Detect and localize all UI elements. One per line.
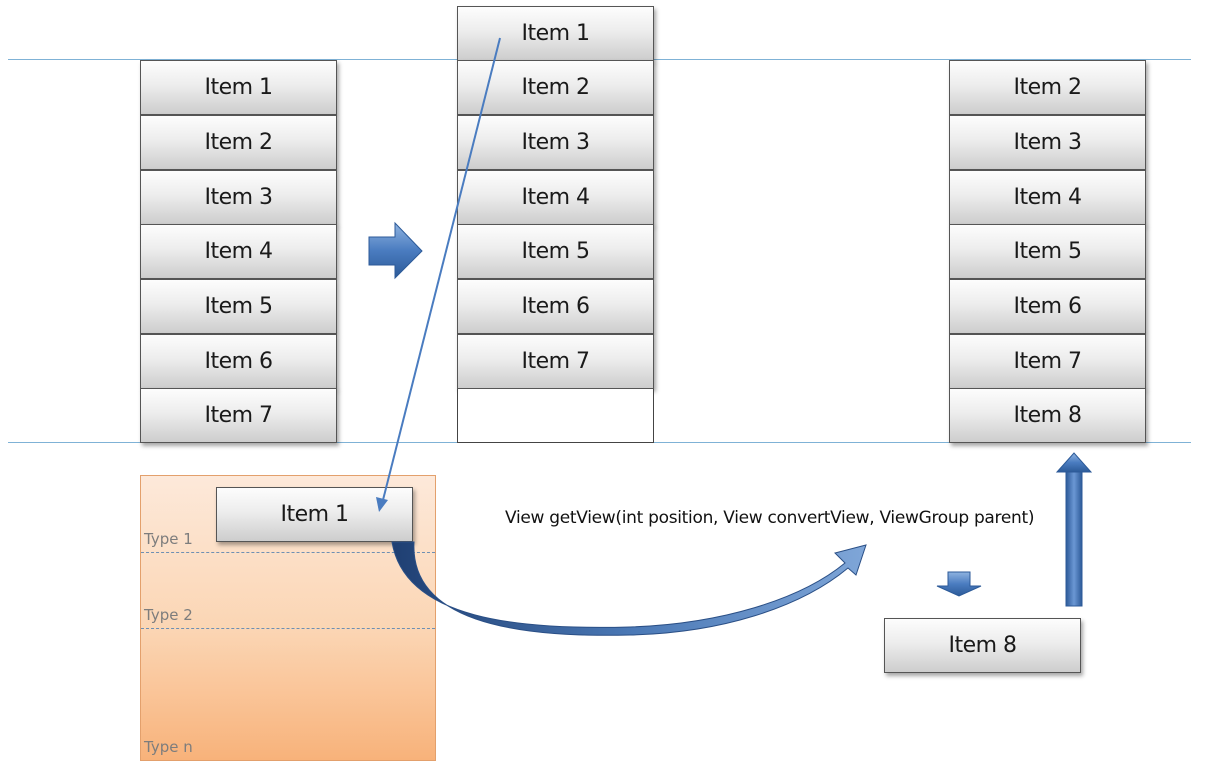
list-item: Item 5 [949,224,1146,279]
recycle-line-arrow [376,37,501,512]
list-item: Item 1 [140,60,337,115]
type-label: Type 2 [144,606,193,624]
method-signature: View getView(int position, View convertV… [505,508,1035,528]
list-item: Item 1 [457,6,654,61]
list-item: Item 4 [140,224,337,279]
list-item: Item 5 [140,279,337,334]
list-item: Item 6 [457,279,654,334]
list-item: Item 5 [457,224,654,279]
list-item: Item 7 [457,334,654,389]
type-label: Type n [144,738,193,756]
list-item: Item 3 [140,170,337,225]
list-item: Item 3 [457,115,654,170]
right-arrow-icon [368,221,423,280]
up-arrow-icon [1055,452,1093,607]
list-item: Item 4 [457,170,654,225]
recycled-item: Item 1 [216,487,413,542]
curved-arrow-icon [391,541,867,636]
list-item: Item 2 [140,115,337,170]
list-item: Item 8 [949,388,1146,443]
down-arrow-icon [936,571,982,597]
list-item: Item 6 [949,279,1146,334]
list-item: Item 2 [949,60,1146,115]
type-divider [141,628,435,629]
list-item: Item 4 [949,170,1146,225]
empty-slot [457,389,654,443]
list-item: Item 7 [140,388,337,443]
new-item: Item 8 [884,618,1081,673]
list-item: Item 3 [949,115,1146,170]
type-divider [141,552,435,553]
type-label: Type 1 [144,530,193,548]
list-item: Item 2 [457,60,654,115]
